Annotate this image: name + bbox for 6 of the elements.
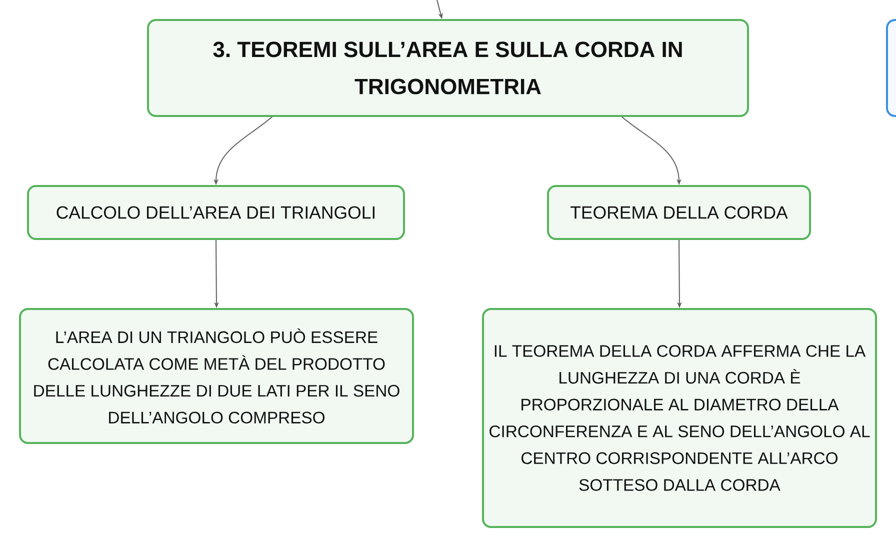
topic-box: TEOREMA DELLA CORDA bbox=[547, 185, 811, 240]
box bbox=[886, 19, 896, 117]
topic-box: CALCOLO DELL’AREA DEI TRIANGOLI bbox=[27, 185, 405, 240]
title-box: 3. TEOREMI SULL’AREA E SULLA CORDA IN TRIGONOMETRIA bbox=[147, 19, 749, 117]
note-box: IL TEOREMA DELLA CORDA AFFERMA CHE LA LUNGHEZZA DI UNA CORDA È PROPORZIONALE AL DIAMETRO DELLA CIRCONFERENZA E AL SENO DELL’ANGOLO AL CENTRO CORRISPONDENTE ALL’ARCO SOTTESO DALLA CORDA bbox=[482, 308, 877, 528]
note-box: L’AREA DI UN TRIANGOLO PUÒ ESSERE CALCOLATA COME METÀ DEL PRODOTTO DELLE LUNGHEZZE DI DUE LATI PER IL SENO DELL’ANGOLO COMPRESO bbox=[19, 308, 414, 444]
